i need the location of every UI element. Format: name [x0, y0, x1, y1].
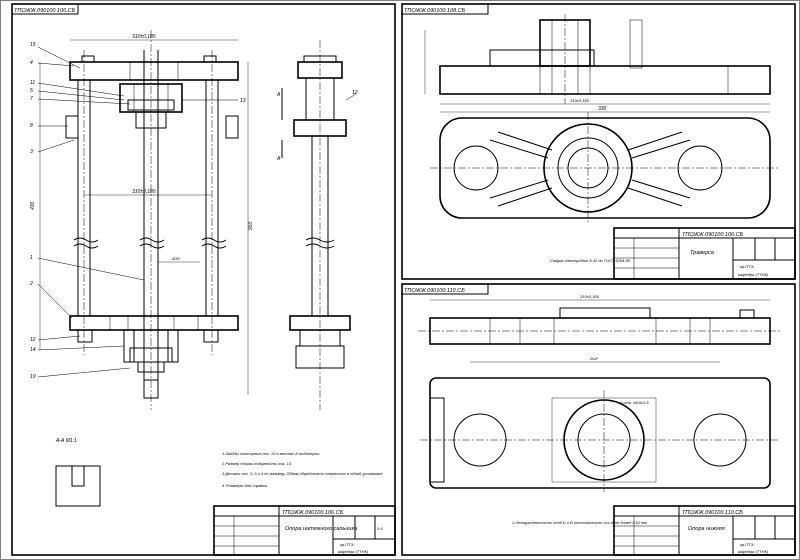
callout-1: 1	[30, 255, 33, 261]
sheet1-stamp-code: ТПОЖЖ.090100.106.СБ	[282, 510, 344, 516]
sheet3-stamp-code: ТПОЖЖ.090100.110.СБ	[682, 510, 743, 516]
lower-support-front-view	[418, 299, 782, 363]
trav-width-dim: 330	[598, 106, 607, 112]
sheet3-frame	[401, 283, 796, 556]
sheet3-title-block	[613, 505, 796, 556]
side-callout-12: 12	[352, 90, 358, 96]
sheet1-scale: 1:5	[377, 526, 383, 531]
sheet1-note-4: 4.*Размеры для справок	[222, 483, 268, 488]
callout-7: 7	[30, 96, 33, 102]
sheet2-title: Траверса	[690, 250, 714, 256]
sheet1-note-2: 2.Размер сборки подкрепить поз. 14	[221, 461, 292, 466]
main-assembly-view	[39, 30, 249, 410]
lower-width-dim: 310±0,185	[580, 294, 600, 299]
sheet2-frame	[401, 3, 796, 280]
traverse-plan-view	[430, 111, 780, 224]
sheet2-group: гр.ПТЭ-	[740, 264, 755, 269]
callout-13: 13	[240, 98, 246, 104]
trav-center-dim: 310±0,185	[570, 98, 590, 103]
side-marker-a-top: A	[276, 92, 281, 98]
side-view	[281, 40, 357, 410]
callout-4: 4	[30, 60, 33, 66]
sheet1-dept: кафедра (ТТНК)	[338, 549, 369, 554]
lower-dim2: 264*	[589, 356, 599, 361]
sheet3-dept: кафедра (ТТНК)	[738, 549, 769, 554]
sheet3-title: Опора нижняя	[688, 526, 725, 532]
sheet2-weld-note: Сварка электродом Э 42 по ГОСТ 5264-80	[550, 258, 631, 263]
callout-2: 2	[29, 281, 33, 287]
section-aa-label: А-А М1:1	[55, 438, 77, 444]
callout-8: 8	[30, 123, 33, 129]
dim-main-width: 310±0,185	[132, 34, 156, 40]
dim-main-length: 950	[248, 221, 254, 230]
side-marker-a-bottom: A	[276, 156, 281, 162]
dim-main-height: 430	[30, 201, 36, 210]
sheet2-dept: кафедра (ТТНК)	[738, 272, 769, 277]
callout-11: 11	[30, 80, 35, 86]
sheet3-bottom-note: 1.Непараллельность осей Б и В относитель…	[512, 520, 647, 525]
sheet1-corner-code: ТПОЖЖ.090100.106.СБ	[14, 8, 76, 14]
lower-support-plan-view	[420, 377, 780, 492]
sheet2-title-block	[613, 227, 796, 280]
dim-center-dist: 310±0,185	[132, 189, 156, 195]
sheet2-corner-code: ТПОЖЖ.090100.108.СБ	[404, 8, 466, 14]
dim-small: Ø36	[171, 256, 180, 261]
callouts-main	[37, 46, 238, 378]
callout-5: 5	[30, 88, 33, 94]
sheet1-frame	[11, 3, 396, 556]
sheet1-group: гр.ПТЭ-	[340, 542, 355, 547]
sheet1-title-block	[213, 505, 396, 556]
section-aa	[55, 465, 101, 507]
callout-3: 3	[30, 149, 33, 155]
sheet3-corner-code: ТПОЖЖ.090100.110.СБ	[404, 288, 465, 294]
traverse-front-view	[424, 14, 771, 105]
sheet2-stamp-code: ТПОЖЖ.090100.106.СБ	[682, 232, 744, 238]
callout-12: 12	[30, 337, 36, 343]
sheet3-hole-note: 4 отв. М10x1.5	[620, 400, 649, 405]
callout-14: 14	[30, 347, 36, 353]
sheet1-note-1: 1.Шайбы стопорные поз. 10 в местах А под…	[222, 451, 321, 456]
sheet1-note-3: 3.Детали поз. 2, 3 и 4 по размеру 250мм …	[222, 471, 383, 476]
sheet3-group: гр.ПТЭ-	[740, 542, 755, 547]
callout-15: 15	[30, 42, 36, 48]
sheet1-title: Опора натяжного сальника	[285, 526, 357, 532]
callout-10: 10	[30, 374, 36, 380]
